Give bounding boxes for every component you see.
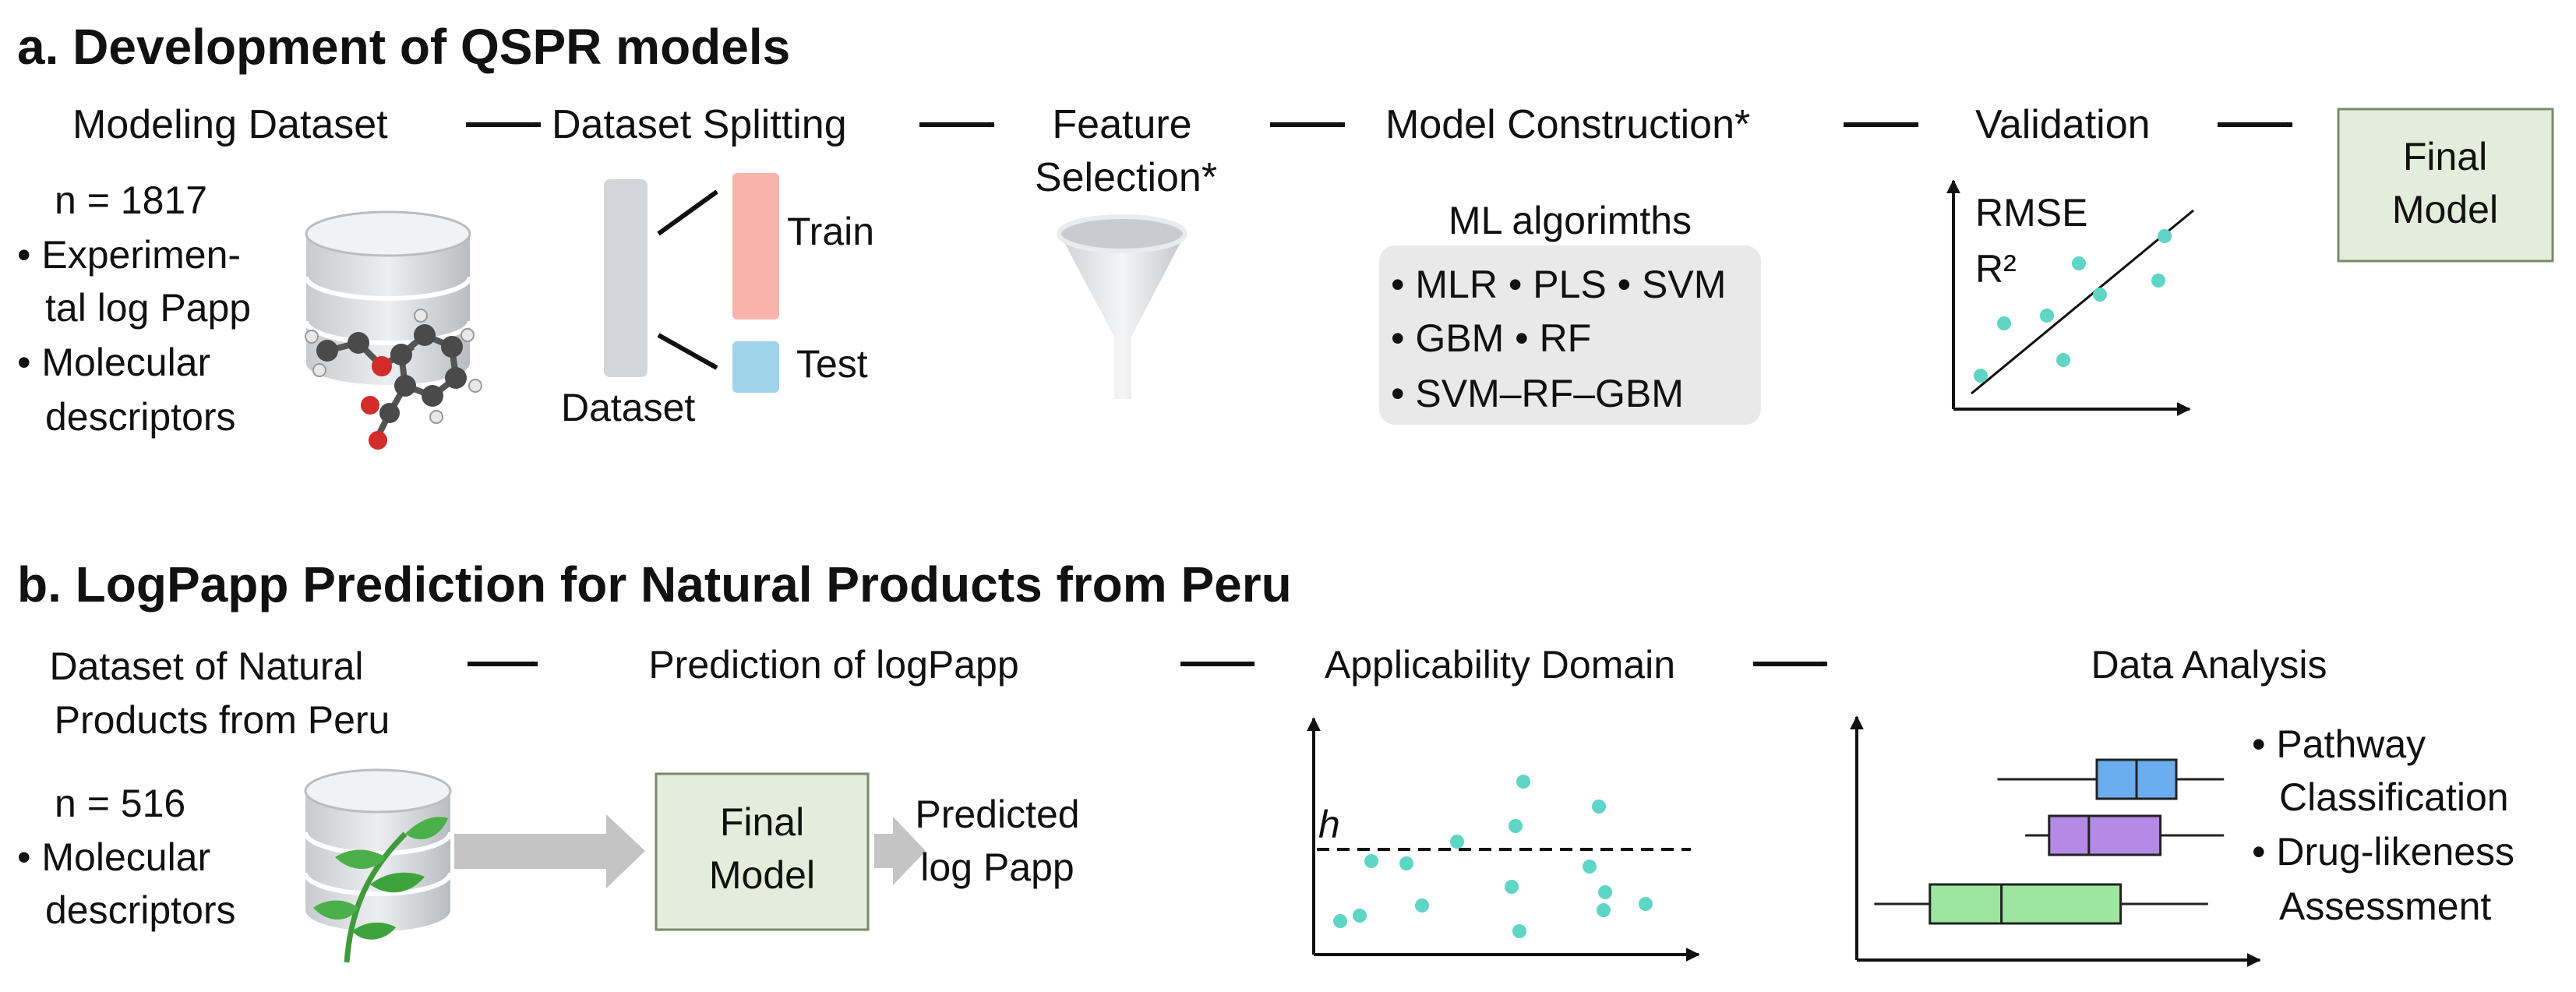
dataset-a-bullet-2b: descriptors (45, 395, 236, 439)
step-feature-selection-1: Feature (1052, 102, 1191, 147)
gray-arrow-1 (454, 814, 645, 888)
applicability-plot: h (1307, 717, 1700, 962)
train-bar (732, 173, 779, 319)
final-model-b-1: Final (720, 800, 804, 844)
predicted-2: log Papp (920, 845, 1074, 889)
dataset-b-count: n = 516 (55, 782, 185, 825)
final-model-a-2: Model (2392, 188, 2498, 231)
analysis-bullet-1: • Pathway (2252, 722, 2426, 766)
dataset-a-count: n = 1817 (55, 178, 207, 222)
dataset-bar (604, 179, 648, 377)
step-applicability: Applicability Domain (1325, 643, 1675, 687)
final-model-b-2: Model (709, 853, 815, 897)
step-dataset-splitting: Dataset Splitting (552, 102, 847, 147)
step-natural-dataset-1: Dataset of Natural (50, 644, 364, 688)
ml-line-2: • GBM • RF (1391, 316, 1591, 360)
dataset-b-bullet-1b: descriptors (45, 888, 236, 932)
panel-a-heading: a. Development of QSPR models (17, 19, 790, 75)
analysis-plot (1850, 715, 2261, 967)
dataset-a-bullet-1b: tal log Papp (45, 286, 251, 330)
test-bar (732, 341, 779, 393)
test-label: Test (796, 342, 868, 386)
step-prediction: Prediction of logPapp (648, 643, 1018, 687)
final-model-a-1: Final (2403, 135, 2487, 178)
validation-plot: RMSE R² (1946, 179, 2194, 416)
step-validation: Validation (1975, 102, 2151, 147)
boxplot-1-box (2048, 814, 2162, 856)
panel-b-heading: b. LogPapp Prediction for Natural Produc… (17, 556, 1292, 612)
dataset-b-bullet-1: • Molecular (17, 835, 210, 879)
ml-title: ML algorimths (1449, 199, 1692, 242)
r2-label: R² (1975, 247, 2017, 291)
gray-arrow-2 (874, 817, 926, 885)
arrow-train (657, 189, 718, 236)
step-feature-selection-2: Selection* (1035, 155, 1217, 200)
analysis-bullet-2: • Drug-likeness (2252, 830, 2514, 874)
step-modeling-dataset: Modeling Dataset (72, 102, 388, 147)
plant-icon (313, 817, 448, 963)
train-label: Train (787, 210, 874, 253)
step-analysis: Data Analysis (2091, 643, 2327, 687)
ml-box (1379, 245, 1761, 425)
boxplot-group (1874, 758, 2225, 925)
funnel-icon (1057, 214, 1187, 399)
molecule-icon (305, 309, 482, 450)
boxplot-2-box (1928, 883, 2123, 925)
step-model-construction: Model Construction* (1385, 102, 1750, 147)
rmse-label: RMSE (1975, 191, 2087, 235)
threshold-label: h (1318, 803, 1340, 846)
analysis-bullet-2b: Assessment (2279, 884, 2491, 928)
final-model-box-a (2337, 108, 2554, 263)
ml-line-3: • SVM–RF–GBM (1391, 372, 1684, 415)
dataset-a-bullet-2: • Molecular (17, 341, 210, 384)
dataset-label: Dataset (561, 386, 695, 429)
predicted-1: Predicted (915, 793, 1079, 836)
analysis-bullet-1b: Classification (2279, 775, 2509, 819)
ml-line-1: • MLR • PLS • SVM (1391, 263, 1726, 306)
step-natural-dataset-2: Products from Peru (55, 698, 390, 742)
dataset-a-bullet-1: • Experimen- (17, 233, 241, 277)
arrow-test (657, 333, 718, 370)
final-model-box-b (655, 772, 870, 931)
